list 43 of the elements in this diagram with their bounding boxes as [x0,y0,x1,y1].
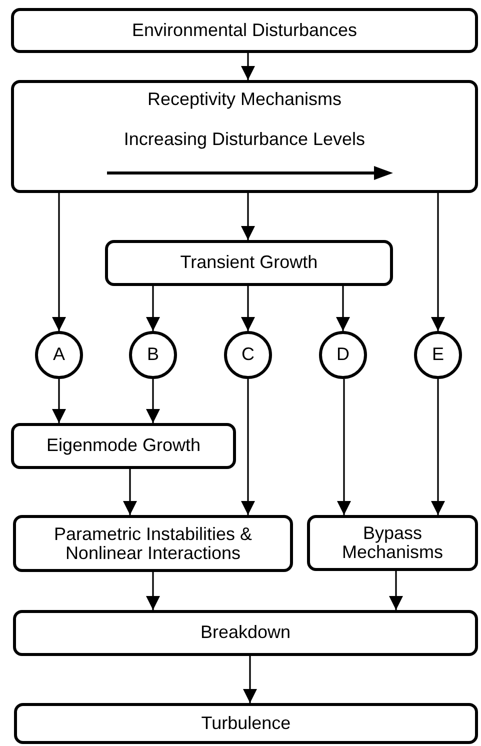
process-box [307,515,478,571]
process-box [13,610,478,656]
node-subtitle: Increasing Disturbance Levels [124,128,366,150]
node-title: D [336,344,350,366]
node-title: A [52,344,65,366]
node-title: B [146,344,159,366]
arrow [431,379,445,515]
arrow [52,193,66,331]
arrow [431,193,445,331]
arrow [241,193,255,240]
node-title: Parametric Instabilities & Nonlinear Interactions [52,524,254,562]
node-title: Environmental Disturbances [132,20,358,42]
node-title: Eigenmode Growth [46,435,201,457]
arrow [389,571,403,610]
arrow [146,286,160,331]
node-title: E [432,344,444,366]
label-circle [129,331,177,379]
process-box [14,703,478,744]
arrow [123,469,137,515]
arrow [337,379,351,515]
label-circle [414,331,462,379]
process-box [11,80,478,193]
node-title: C [242,344,254,366]
process-box [13,515,293,572]
arrow [241,53,255,80]
arrow [146,379,160,423]
node-title: Receptivity Mechanisms [147,89,342,111]
label-circle [319,331,367,379]
node-title: Transient Growth [180,252,318,274]
arrow [146,572,160,610]
arrow [243,656,257,703]
arrow [241,286,255,331]
arrow [52,379,66,423]
process-box [105,240,393,286]
arrow [336,286,350,331]
node-title: Turbulence [201,712,291,734]
arrow [241,379,255,515]
process-box [11,423,236,469]
node-title: Bypass Mechanisms [340,524,444,562]
label-circle [224,331,272,379]
process-box [11,8,478,53]
node-title: Breakdown [200,622,291,644]
label-circle [35,331,83,379]
